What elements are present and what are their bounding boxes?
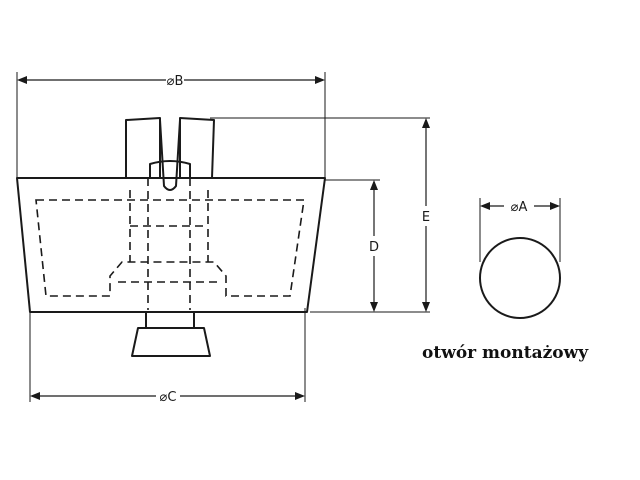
split-pin-right-prong	[179, 117, 215, 179]
dimension-e	[422, 118, 430, 312]
dimension-e-label: E	[422, 210, 430, 225]
dimension-d-label: D	[369, 240, 379, 255]
mounting-hole-caption: otwór montażowy	[422, 343, 589, 363]
plug-head	[131, 327, 211, 357]
split-pin-collar	[149, 160, 191, 178]
dimension-a	[480, 202, 560, 210]
dimension-d	[370, 180, 378, 312]
dimension-b-label: ⌀B	[167, 74, 184, 89]
plug-neck	[145, 312, 195, 328]
extension-lines	[16, 72, 561, 402]
mounting-hole-circle	[479, 237, 561, 319]
inner-cavity-hidden-line	[35, 199, 305, 297]
foot-body-outline	[16, 177, 326, 313]
dimension-c-label: ⌀C	[160, 390, 177, 405]
dimension-c	[30, 392, 305, 400]
split-pin-left-prong	[125, 117, 161, 179]
dimension-a-label: ⌀A	[511, 200, 528, 215]
dimension-b	[17, 76, 325, 84]
split-pin-slot	[159, 119, 181, 191]
